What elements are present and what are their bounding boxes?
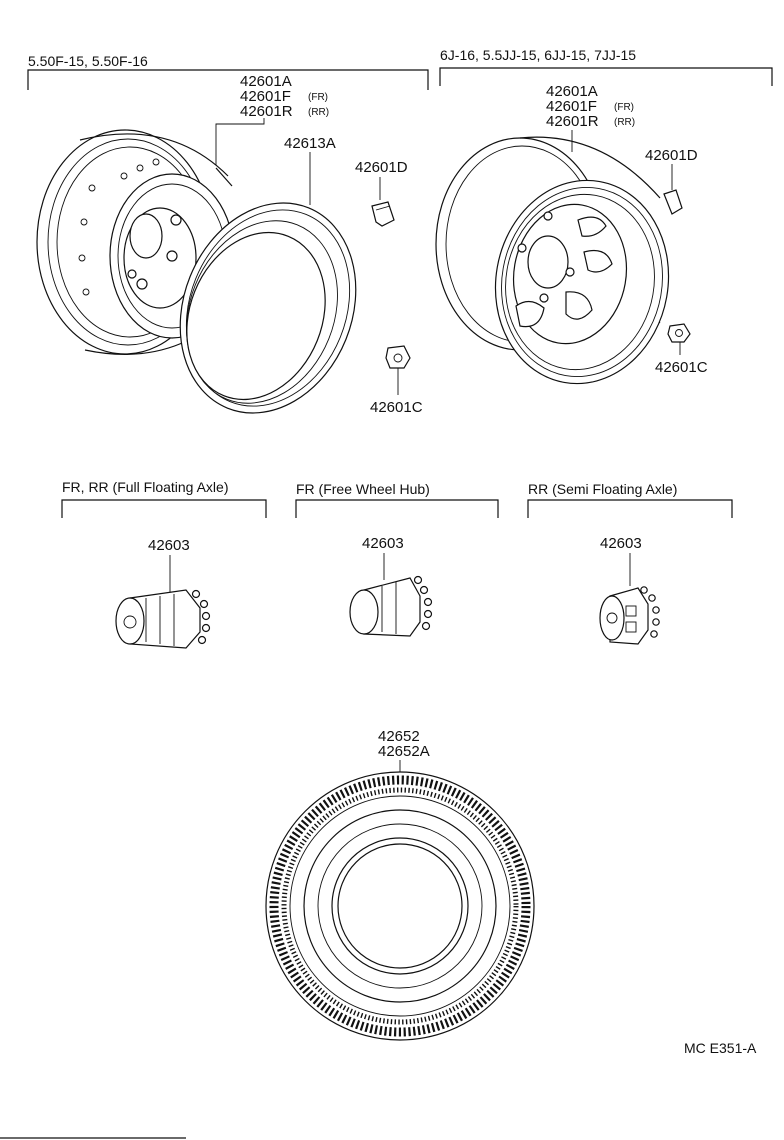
right-wheel-drawing xyxy=(435,136,670,385)
hub-full-floating-label: FR, RR (Full Floating Axle) xyxy=(62,479,228,495)
hub-semi-floating-header: RR (Semi Floating Axle) xyxy=(527,481,733,518)
tire-outer-edge xyxy=(265,771,535,1041)
left-part-42601r: 42601R xyxy=(240,103,293,120)
left-part-42601d: 42601D xyxy=(355,159,408,176)
left-wheel-stud-2 xyxy=(166,250,178,262)
left-rim-ring xyxy=(179,202,357,414)
left-part-42613a: 42613A xyxy=(284,135,336,152)
tire-inner-opening xyxy=(337,843,463,969)
right-wheel-center-bore xyxy=(527,235,569,289)
right-part-42601d: 42601D xyxy=(645,147,698,164)
tire-part-42652a: 42652A xyxy=(378,743,430,760)
right-part-42601f-note: (FR) xyxy=(614,102,634,113)
left-wheel-leader xyxy=(215,118,265,165)
right-wheel-slot-2 xyxy=(583,249,613,273)
hub-full-floating-header: FR, RR (Full Floating Axle) xyxy=(61,479,267,518)
left-wheel-sizes-label: 5.50F-15, 5.50F-16 xyxy=(28,53,148,69)
left-wheel-stud-3 xyxy=(136,278,148,290)
right-part-42601f: 42601F xyxy=(546,98,597,115)
hub-cap-full-floating: 42603 xyxy=(115,537,211,649)
left-wheel-nut xyxy=(385,345,411,369)
right-wheel-slot-1 xyxy=(577,216,607,237)
tire-part-42652: 42652 xyxy=(378,728,420,745)
left-wheel-bracket xyxy=(27,69,429,90)
hub-cap-free-wheel: 42603 xyxy=(349,535,433,637)
hub-semi-floating-part: 42603 xyxy=(600,535,642,552)
tire-tread-inner xyxy=(281,787,519,1025)
left-part-42601c: 42601C xyxy=(370,399,423,416)
hub-free-wheel-label: FR (Free Wheel Hub) xyxy=(296,481,430,497)
hub-full-floating-part: 42603 xyxy=(148,537,190,554)
hub-semi-floating-label: RR (Semi Floating Axle) xyxy=(528,481,677,497)
right-wheel-nut xyxy=(667,323,691,343)
tire-sidewall xyxy=(303,809,497,1003)
left-part-42601a: 42601A xyxy=(240,73,292,90)
right-part-42601c: 42601C xyxy=(655,359,708,376)
left-part-42601f-note: (FR) xyxy=(308,92,328,103)
left-wheel-header: 5.50F-15, 5.50F-16 xyxy=(27,53,429,90)
right-wheel-slot-4 xyxy=(515,300,545,328)
left-balance-weight xyxy=(371,201,395,227)
left-wheel-center-bore xyxy=(129,213,163,259)
left-wheel-drawing xyxy=(36,129,235,355)
hub-full-floating-bracket xyxy=(61,499,267,518)
diagram-code: MC E351-A xyxy=(684,1040,757,1056)
left-wheel-labels: 42601A 42601F (FR) 42601R (RR) 42613A 42… xyxy=(215,73,423,416)
hub-cap-semi-floating: 42603 xyxy=(599,535,660,645)
tire-bead xyxy=(331,837,469,975)
left-part-42601f: 42601F xyxy=(240,88,291,105)
right-wheel-sizes-label: 6J-16, 5.5JJ-15, 6JJ-15, 7JJ-15 xyxy=(440,47,636,63)
right-wheel-header: 6J-16, 5.5JJ-15, 6JJ-15, 7JJ-15 xyxy=(439,47,773,86)
tire-tread-outer xyxy=(269,775,531,1037)
right-part-42601a: 42601A xyxy=(546,83,598,100)
right-balance-weight xyxy=(663,189,683,215)
right-part-42601r-note: (RR) xyxy=(614,117,635,128)
tire: 42652 42652A xyxy=(265,728,535,1041)
hub-free-wheel-header: FR (Free Wheel Hub) xyxy=(295,481,499,518)
right-part-42601r: 42601R xyxy=(546,113,599,130)
hub-semi-floating-bracket xyxy=(527,499,733,518)
right-wheel-bracket xyxy=(439,67,773,86)
right-wheel-slot-3 xyxy=(565,291,593,320)
left-wheel-stud-1 xyxy=(170,214,182,226)
hub-free-wheel-bracket xyxy=(295,499,499,518)
hub-free-wheel-part: 42603 xyxy=(362,535,404,552)
left-part-42601r-note: (RR) xyxy=(308,107,329,118)
